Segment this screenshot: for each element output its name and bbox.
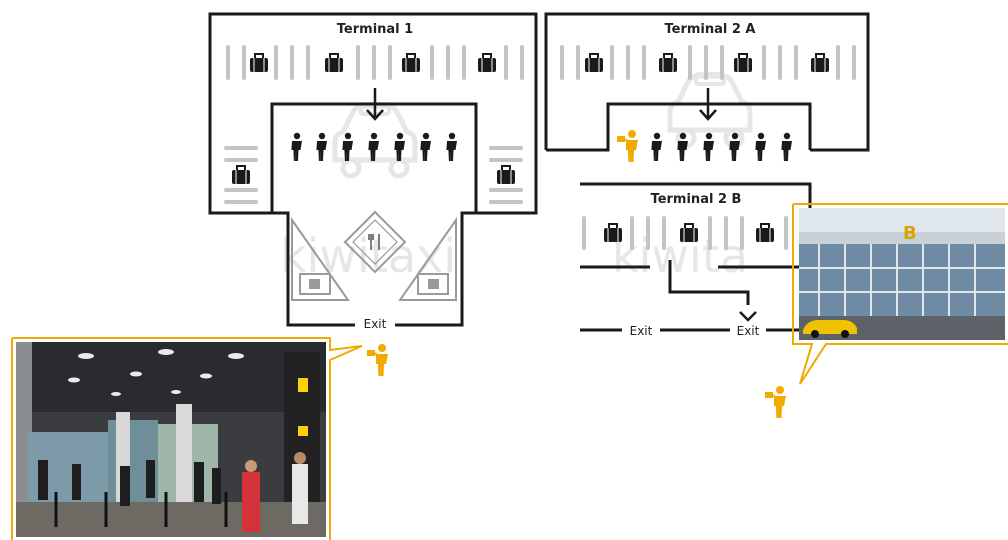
person-icon xyxy=(291,132,457,161)
arrow-down-icon xyxy=(366,88,384,121)
lounge-right xyxy=(398,216,457,301)
callout-left-frame xyxy=(11,337,363,540)
driver-with-sign-icon xyxy=(616,129,639,163)
terminal-b-sign: B xyxy=(903,223,917,244)
t2a-baggage-belt xyxy=(560,45,856,80)
person-icon xyxy=(651,132,792,161)
arrow-down-icon xyxy=(699,88,717,121)
terminal-1-interior-photo xyxy=(16,342,326,537)
restaurant-icon xyxy=(343,210,407,274)
terminal-2a-label: Terminal 2 A xyxy=(664,22,755,37)
terminal-2b-label: Terminal 2 B xyxy=(651,192,742,207)
t1-exit-label: Exit xyxy=(364,317,387,331)
callout-right-frame xyxy=(792,203,1008,385)
terminal-2b-outline xyxy=(580,182,812,332)
driver-with-sign-icon xyxy=(764,385,787,419)
driver-with-sign-icon xyxy=(366,343,389,377)
t2b-exit-left-label: Exit xyxy=(630,324,653,338)
terminal-1-label: Terminal 1 xyxy=(337,22,413,37)
terminal-2a-outline xyxy=(544,12,870,152)
arrow-down-icon xyxy=(739,311,757,322)
t2b-exit-right-label: Exit xyxy=(737,324,760,338)
lounge-left xyxy=(291,216,350,301)
t1-baggage-belt xyxy=(224,45,524,204)
t2b-baggage-belt xyxy=(582,216,788,250)
terminal-2b-exterior-photo: B xyxy=(799,208,1005,340)
